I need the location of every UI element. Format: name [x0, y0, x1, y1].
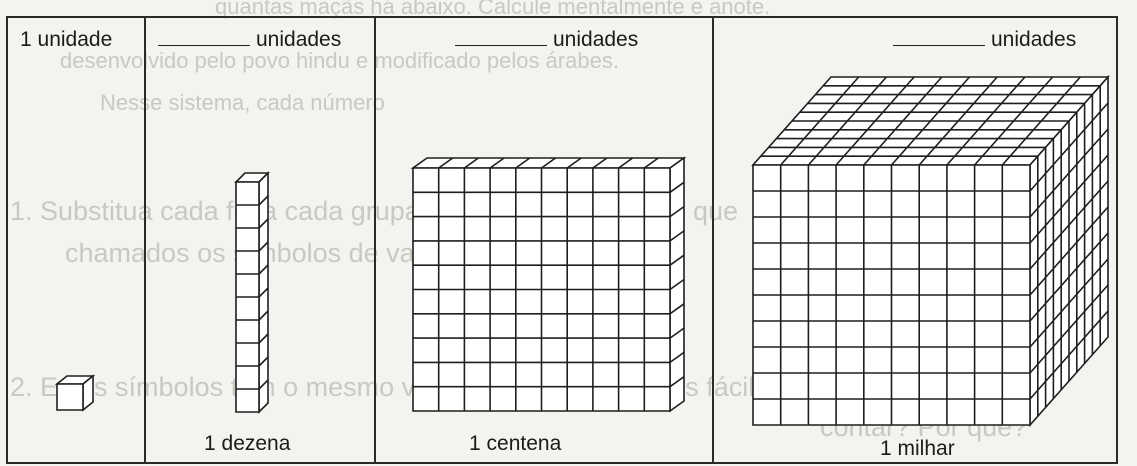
thousand-cube — [753, 77, 1108, 425]
ten-rod — [236, 173, 268, 412]
unit-cube — [57, 376, 93, 410]
hundred-flat — [413, 158, 684, 411]
